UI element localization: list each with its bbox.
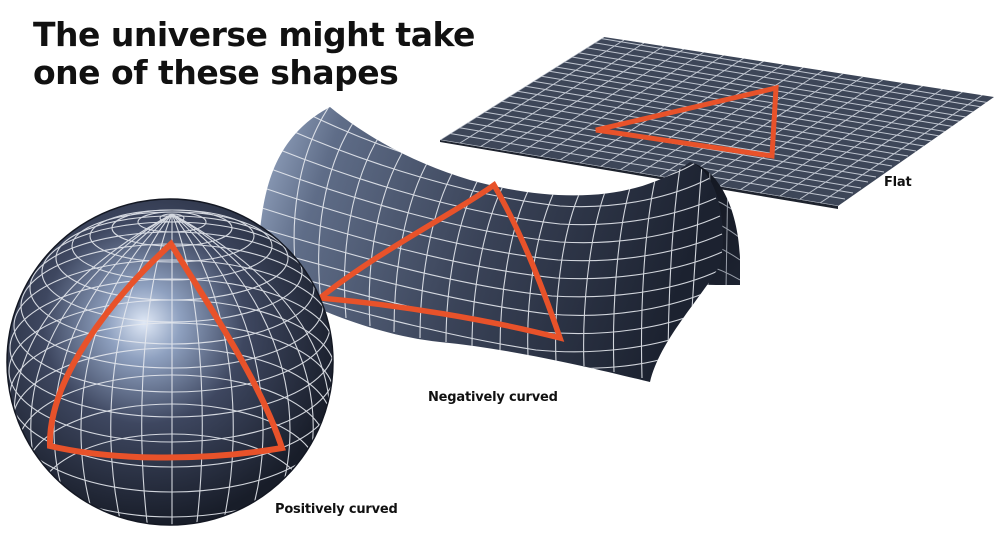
saddle-grid (259, 107, 723, 379)
flat-triangle (595, 84, 779, 159)
label-negatively-curved: Negatively curved (428, 390, 558, 405)
sphere-triangle (46, 239, 286, 461)
label-flat: Flat (884, 175, 912, 190)
diagram-title: The universe might take one of these sha… (33, 16, 475, 92)
title-line-1: The universe might take (33, 15, 475, 54)
title-line-2: one of these shapes (33, 53, 399, 92)
saddle-surface (258, 107, 740, 382)
label-positively-curved: Positively curved (275, 502, 398, 517)
sphere (6, 198, 334, 526)
saddle-triangle (312, 180, 565, 342)
flat-plane (440, 37, 994, 209)
